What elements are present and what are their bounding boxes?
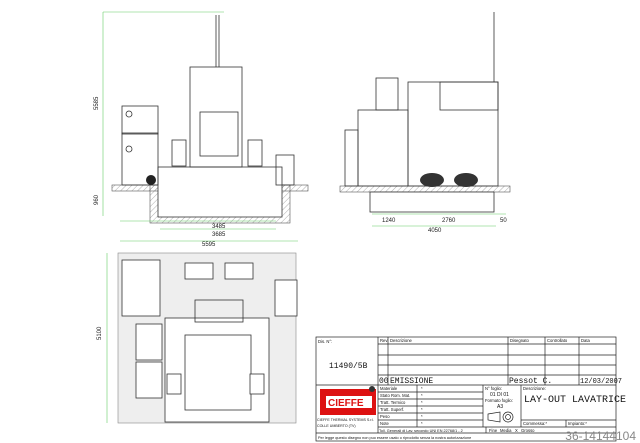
field-value: * [421,400,423,405]
field-label: Note [380,421,390,426]
company-logo: CIEFFE [328,398,364,409]
watermark: 36-14144104 [565,429,636,443]
drawn-header: Disegnato [510,338,530,343]
checked-header: Controllato [547,338,568,343]
side-view: 1240 2760 50 4050 [339,12,511,234]
field-value: * [421,407,423,412]
dim-side-right: 50 [500,218,507,224]
drawing-number: 11490/5B [329,362,368,371]
field-value: * [421,414,423,419]
date-header: Data [581,338,591,343]
format-label: Formato foglio: [485,398,513,403]
dim-front-pit-inner: 3485 [212,224,226,230]
desc-header: Descrizione [390,338,413,343]
tolerance-note: Toll. Generali di Lav. secondo UNI EN 22… [379,429,463,433]
format-value: A3 [497,404,503,410]
description-label: Descrizione: [523,386,546,391]
plant-label: Impianto:* [568,421,587,426]
projection-symbol-icon [487,411,514,423]
drawn-by: Pessot C. [509,377,552,386]
rev-description: EMISSIONE [390,377,433,386]
legal-notice: Per legge questo disegno non puo essere … [318,436,471,440]
dim-front-height: 5585 [94,96,100,110]
material-fields: Materiale Stato Rom. Mat. Tratt. Termico… [378,386,616,428]
dim-front-pit-depth: 960 [94,194,100,205]
field-value: * [421,393,423,398]
field-label: Tratt. Superf. [380,407,404,412]
order-label: Commessa:* [523,421,547,426]
dim-side-overall: 4050 [428,228,442,234]
date-value: 12/03/2007 [580,378,622,386]
field-value: * [421,421,423,426]
plan-view: 5100 [97,252,298,424]
title-block: Dis. N°: 11490/5B Rev. Descrizione Diseg… [315,336,626,442]
field-label: Stato Rom. Mat. [380,393,410,398]
dim-front-pit-outer: 3685 [212,232,226,238]
tolerance-selected: X [515,428,518,433]
dim-side-left: 1240 [382,218,396,224]
company-name: CIEFFE THERMAL SYSTEMS S.r.l. [317,418,374,422]
sheet-value: 01 DI 01 [490,392,509,398]
dim-side-mid: 2760 [442,218,456,224]
rev-header: Rev. [380,338,388,343]
front-view: 5585 960 3485 3685 5595 [94,11,309,248]
field-label: Peso [380,414,390,419]
rev-value: 00 [379,377,389,386]
tolerance-fine: Fine [489,428,498,433]
tolerance-media: Media [500,428,512,433]
company-city: COLLE UMBERTO (TV) [317,424,356,428]
sheet-label: N° foglio: [485,386,502,391]
dim-front-overall: 5595 [202,242,216,248]
drawing-description: LAY-OUT LAVATRICE [524,395,626,406]
field-label: Materiale [380,386,398,391]
field-value: * [421,386,423,391]
field-label: Tratt. Termico [380,400,406,405]
dis-label: Dis. N°: [318,339,332,344]
dim-plan-height: 5100 [97,326,103,340]
tolerance-grosso: Grosso [521,428,535,433]
